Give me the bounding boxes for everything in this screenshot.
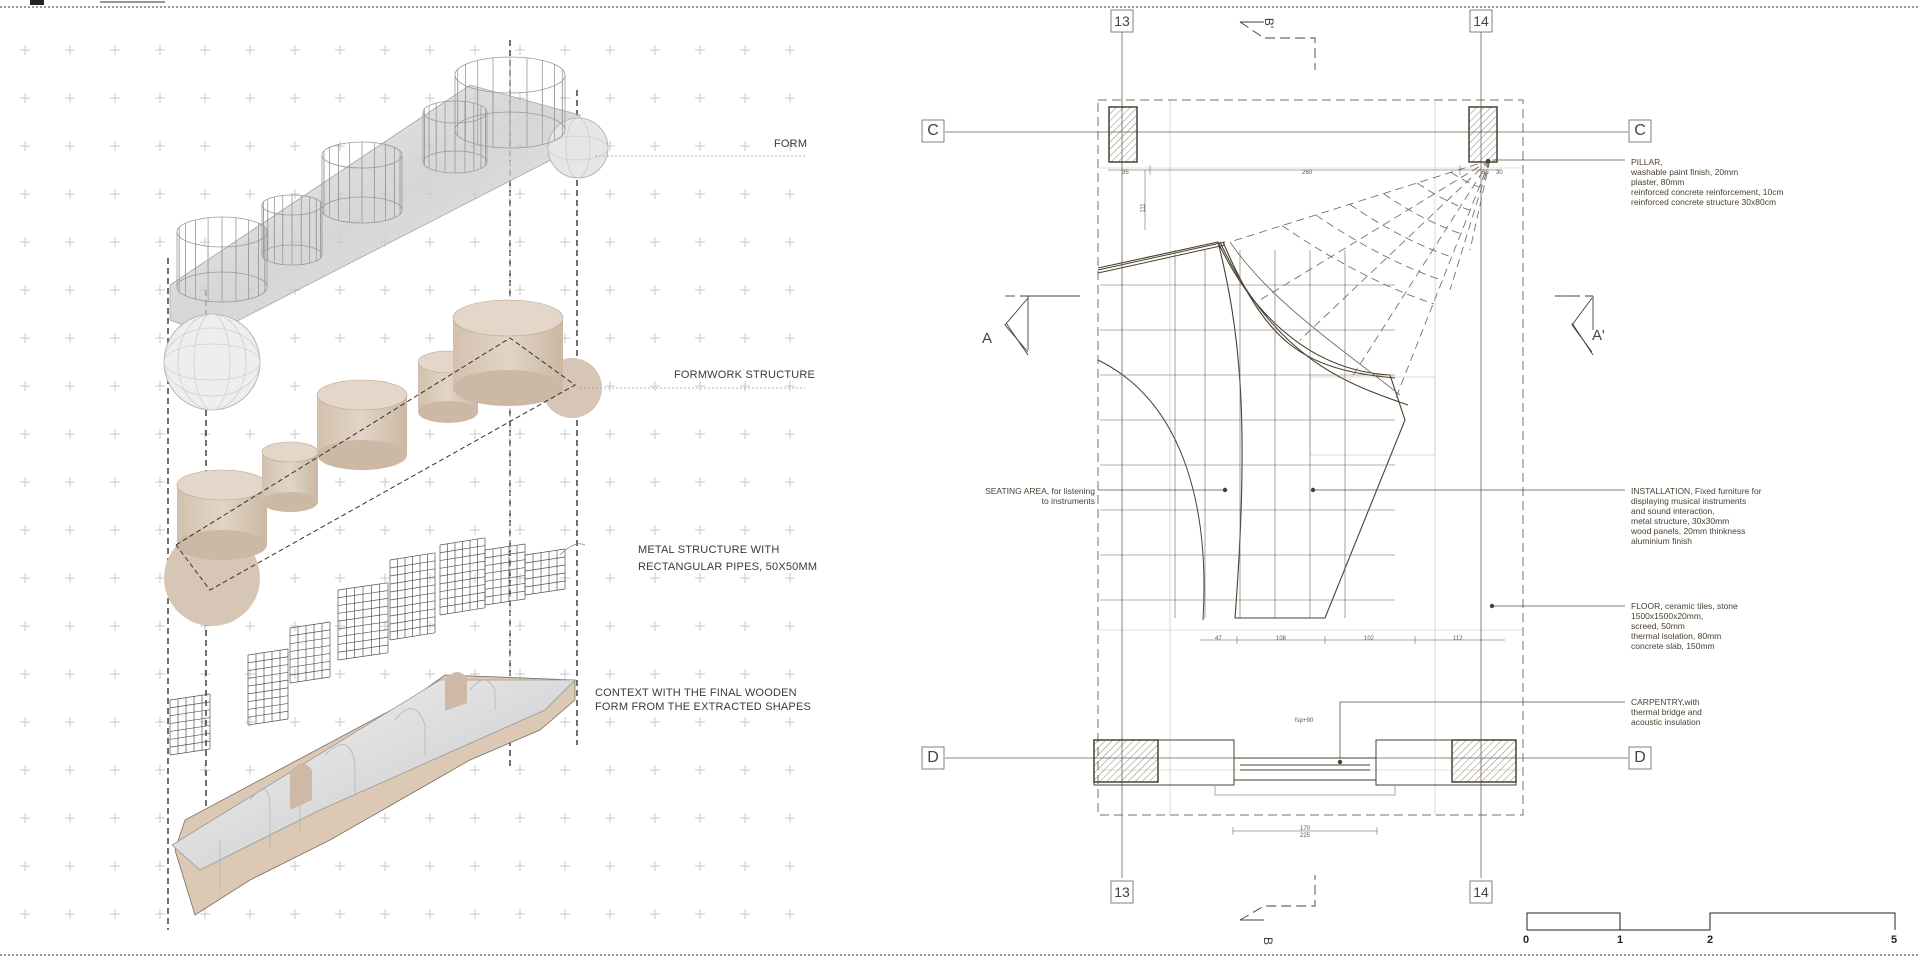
note-line: thermal isolation, 80mm [1631, 631, 1722, 641]
installation [1097, 241, 1409, 619]
dim-top-left: 35 [1122, 170, 1129, 176]
note-line: screed, 50mm [1631, 621, 1685, 631]
dim-bottom-2: 108 [1276, 636, 1287, 642]
formwork-model [164, 299, 602, 626]
note-line: SEATING AREA, for listening [985, 486, 1095, 496]
dim-vertical: 111 [1140, 203, 1147, 213]
section-tag-c-left: C [927, 122, 939, 139]
note-line: washable paint finish, 20mm [1631, 167, 1739, 177]
dim-bottom-4: 112 [1453, 636, 1463, 642]
note-line: reinforced concrete reinforcement, 10cm [1631, 187, 1784, 197]
label-context-line2: FORM FROM THE EXTRACTED SHAPES [595, 701, 812, 713]
pillar-bottom-right [1451, 739, 1517, 783]
section-marks [1004, 21, 1594, 921]
section-tag-b-prime: B' [1262, 17, 1277, 29]
dim-bottom-3: 102 [1364, 636, 1375, 642]
room-outline [1097, 99, 1524, 816]
metal-structure-model [169, 537, 586, 756]
section-tag-c-right: C [1634, 122, 1646, 139]
section-tag-b: B [1261, 936, 1276, 946]
note-line: FLOOR, ceramic tiles, stone [1631, 601, 1738, 611]
dim-bottom-1: 47 [1215, 636, 1222, 642]
label-context-line1: CONTEXT WITH THE FINAL WOODEN [595, 687, 797, 699]
floor-plan [921, 9, 1896, 931]
note-line: displaying musical instruments [1631, 496, 1747, 506]
axis-tag-13-bottom: 13 [1114, 884, 1130, 900]
note-line: and sound interaction, [1631, 506, 1715, 516]
note-line: reinforced concrete structure 30x80cm [1631, 197, 1777, 207]
note-line: concrete slab, 150mm [1631, 641, 1715, 651]
section-tag-a-prime: A' [1592, 327, 1605, 344]
level-mark: fsp+90 [1295, 718, 1314, 724]
note-line: to instruments [1041, 496, 1095, 506]
note-line: 1500x1500x20mm, [1631, 611, 1704, 621]
form-model [163, 56, 609, 411]
note-line: wood panels, 20mm thinkness [1631, 526, 1746, 536]
axis-tag-14-bottom: 14 [1473, 884, 1489, 900]
dim-top-right: 35 [1482, 170, 1489, 176]
dim-door-2: 225 [1300, 833, 1311, 839]
note-line: thermal bridge and [1631, 707, 1702, 717]
label-formwork-structure: FORMWORK STRUCTURE [674, 369, 816, 381]
sound-fan [1229, 159, 1491, 401]
section-tag-d-right: D [1634, 749, 1646, 766]
note-line: metal structure, 30x30mm [1631, 516, 1730, 526]
note-line: acoustic insulation [1631, 717, 1701, 727]
section-tag-a: A [982, 330, 993, 347]
note-line: CARPENTRY,with [1631, 697, 1700, 707]
leader-lines-left [580, 155, 805, 389]
note-line: plaster, 80mm [1631, 177, 1685, 187]
bottom-wall [1093, 739, 1517, 796]
final-wooden-form-model [171, 671, 576, 916]
pillar-top-right [1468, 106, 1498, 163]
pillar-bottom-left [1093, 739, 1159, 783]
axis-tag-14-top: 14 [1473, 13, 1489, 29]
label-metal-structure-line1: METAL STRUCTURE WITH [638, 544, 780, 556]
title-fragment [30, 0, 44, 5]
seating-area [1097, 241, 1226, 621]
dim-top-mid: 260 [1302, 170, 1313, 176]
note-line: PILLAR, [1631, 157, 1663, 167]
note-line: INSTALLATION, Fixed furniture for [1631, 486, 1762, 496]
note-line: aluminium finish [1631, 536, 1692, 546]
scale-label-0: 0 [1523, 934, 1530, 946]
axis-tag-13-top: 13 [1114, 13, 1130, 29]
dim-door-1: 170 [1300, 826, 1311, 832]
dimension-lines [1108, 165, 1505, 835]
label-metal-structure-line2: RECTANGULAR PIPES, 50X50MM [638, 561, 818, 573]
scale-bar [1526, 912, 1896, 931]
scale-label-1: 1 [1617, 934, 1624, 946]
section-tag-d-left: D [927, 749, 939, 766]
pillar-top-left [1108, 106, 1138, 163]
dim-right-small: 30 [1496, 170, 1503, 176]
label-form: FORM [774, 138, 808, 150]
leader-lines-plan [1098, 159, 1625, 758]
scale-label-2: 2 [1707, 934, 1714, 946]
scale-label-5: 5 [1891, 934, 1898, 946]
